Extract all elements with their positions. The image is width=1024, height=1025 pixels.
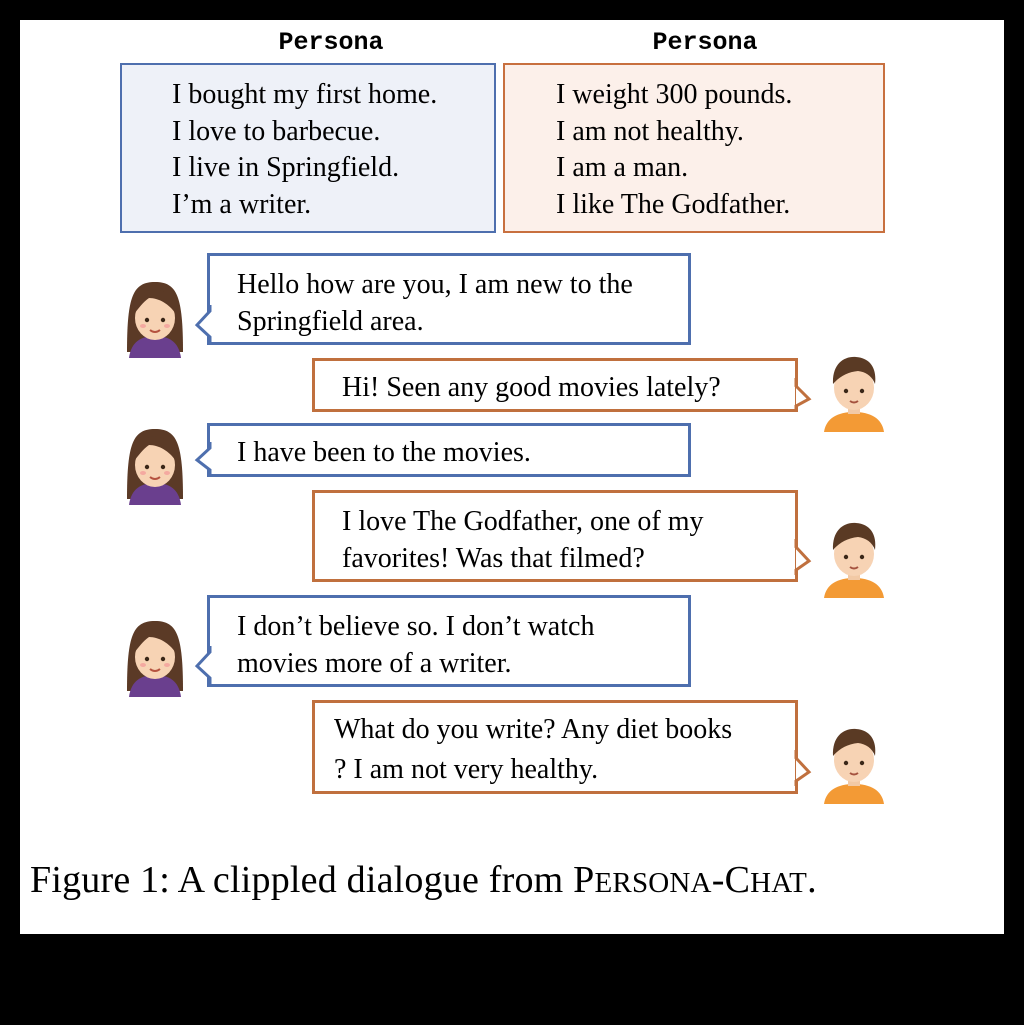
bubble-tail-man [794, 750, 812, 786]
persona-line: I weight 300 pounds. [556, 79, 793, 110]
dialogue-line: Hello how are you, I am new to the [237, 269, 633, 300]
persona-line: I love to barbecue. [172, 115, 381, 147]
caption-sc-c: C [724, 859, 751, 901]
dialogue-line: I have been to the movies. [237, 437, 531, 468]
persona-line: I bought my first home. [172, 79, 438, 110]
woman-avatar-icon [119, 615, 191, 702]
bubble-tail-woman [194, 442, 212, 474]
caption-sc-p: P [573, 859, 595, 901]
dialogue-line: ? I am not very healthy. [334, 754, 599, 785]
persona-line: I like The Godfather. [556, 188, 791, 220]
dialogue-line: I don’t believe so. I don’t watch [237, 611, 595, 642]
woman-avatar-icon [119, 276, 191, 363]
dialogue-bubble-man: Hi! Seen any good movies lately? [312, 358, 798, 412]
persona-box-woman: I bought my first home. I love to barbec… [120, 63, 496, 233]
caption-sc-ersona: ERSONA [594, 867, 712, 899]
persona-box-man: I weight 300 pounds. I am not healthy. I… [503, 63, 885, 233]
man-avatar-icon [818, 350, 890, 437]
figure-caption: Figure 1: A clippled dialogue from PERSO… [30, 858, 817, 902]
persona-line: I am a man. [556, 152, 689, 183]
dialogue-bubble-woman: Hello how are you, I am new to the Sprin… [207, 253, 691, 345]
persona-line: I live in Springfield. [172, 152, 400, 183]
dialogue-line: What do you write? Any diet books [334, 714, 733, 745]
persona-heading-woman: Persona [278, 28, 384, 57]
bubble-tail-woman [194, 305, 212, 343]
caption-sc-dash: - [711, 859, 725, 901]
dialogue-line: I love The Godfather, one of my [342, 506, 704, 537]
dialogue-bubble-man: I love The Godfather, one of my favorite… [312, 490, 798, 582]
dialogue-bubble-woman: I have been to the movies. [207, 423, 691, 477]
dialogue-bubble-woman: I don’t believe so. I don’t watch movies… [207, 595, 691, 687]
figure-canvas: Persona Persona I bought my first home. … [20, 20, 1004, 934]
dialogue-line: favorites! Was that filmed? [342, 543, 645, 574]
dialogue-line: movies more of a writer. [237, 648, 512, 679]
caption-sc-hat: HAT [750, 867, 808, 899]
woman-avatar-icon [119, 423, 191, 510]
man-avatar-icon [818, 722, 890, 809]
dialogue-line: Springfield area. [237, 306, 424, 337]
caption-prefix: Figure 1: A clippled dialogue from [30, 859, 574, 901]
bubble-tail-man [794, 539, 812, 575]
persona-line: I’m a writer. [172, 188, 312, 220]
man-avatar-icon [818, 516, 890, 603]
bubble-tail-man [794, 378, 812, 410]
dialogue-line: Hi! Seen any good movies lately? [342, 372, 721, 403]
bubble-tail-woman [194, 646, 212, 684]
dialogue-bubble-man: What do you write? Any diet books ? I am… [312, 700, 798, 794]
caption-suffix: . [807, 859, 817, 901]
persona-heading-man: Persona [652, 28, 758, 57]
persona-line: I am not healthy. [556, 115, 744, 147]
